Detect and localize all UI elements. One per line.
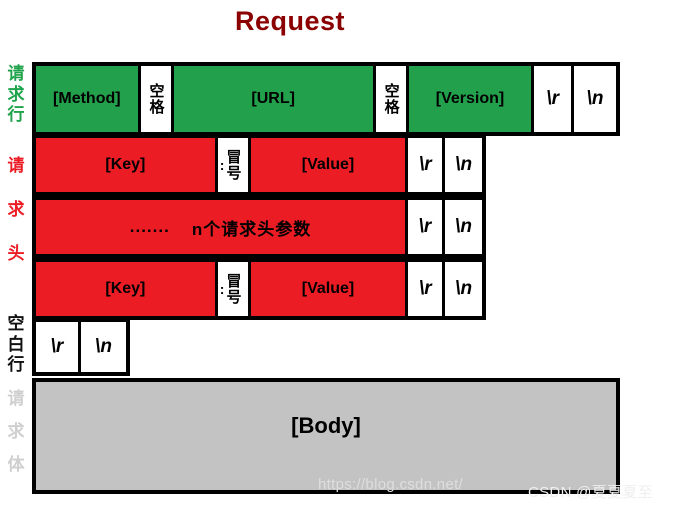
cell-cr-header-2: \r bbox=[408, 200, 442, 254]
cell-cr-header-1: \r bbox=[408, 138, 443, 192]
cell-method: [Method] bbox=[36, 66, 138, 132]
side-label-request-line-char-1: 求 bbox=[7, 84, 25, 104]
cell-header-colon-2: : 冒号 bbox=[217, 262, 248, 316]
side-label-request-body-char-2: 体 bbox=[7, 455, 25, 475]
side-label-request-header-char-2: 头 bbox=[7, 244, 25, 264]
side-label-request-header: 请 求 头 bbox=[3, 144, 29, 277]
request-header-row-1: [Key] : 冒号 [Value] \r \n bbox=[32, 134, 486, 196]
cell-cr-blank-line: \r bbox=[36, 322, 78, 372]
cell-header-colon-1: : 冒号 bbox=[217, 138, 248, 192]
cell-header-value-2: [Value] bbox=[250, 262, 406, 316]
request-body-box: [Body] bbox=[32, 378, 620, 494]
request-header-row-3: [Key] : 冒号 [Value] \r \n bbox=[32, 258, 486, 320]
blank-line-row: \r \n bbox=[32, 318, 130, 376]
cell-version: [Version] bbox=[408, 66, 532, 132]
side-label-blank-line-char-0: 空 bbox=[7, 314, 25, 333]
cell-lf-header-1: \n bbox=[445, 138, 482, 192]
side-label-blank-line-char-2: 行 bbox=[7, 355, 25, 375]
cell-lf-header-2: \n bbox=[445, 200, 482, 254]
side-label-request-body-char-0: 请 bbox=[7, 389, 25, 408]
watermark-url: https://blog.csdn.net/ bbox=[318, 476, 464, 493]
cell-cr-header-3: \r bbox=[408, 262, 443, 316]
space-label-2: 空格 bbox=[382, 83, 400, 115]
colon-mark-2: : bbox=[219, 281, 225, 297]
side-label-request-line-char-2: 行 bbox=[7, 105, 25, 125]
colon-label-1: 冒号 bbox=[224, 149, 242, 181]
watermark-csdn: CSDN @夏夏夏至 bbox=[528, 484, 653, 501]
cell-lf-blank-line: \n bbox=[81, 322, 126, 372]
body-label: [Body] bbox=[291, 413, 361, 438]
cell-cr-request-line: \r bbox=[534, 66, 572, 132]
side-label-blank-line: 空 白 行 bbox=[3, 314, 29, 376]
side-label-request-header-char-1: 求 bbox=[7, 200, 25, 220]
space-label-1: 空格 bbox=[147, 83, 165, 115]
side-label-request-body-char-1: 求 bbox=[7, 422, 25, 442]
colon-mark-1: : bbox=[219, 157, 225, 173]
request-header-row-ellipsis: ....... n个请求头参数 \r \n bbox=[32, 196, 486, 258]
cell-url: [URL] bbox=[173, 66, 373, 132]
cell-header-key-2: [Key] bbox=[36, 262, 215, 316]
side-label-request-body: 请 求 体 bbox=[3, 382, 29, 481]
cell-lf-request-line: \n bbox=[574, 66, 616, 132]
header-ellipsis-dots: ....... bbox=[129, 217, 170, 236]
cell-lf-header-3: \n bbox=[445, 262, 482, 316]
side-label-request-line: 请 求 行 bbox=[3, 64, 29, 126]
cell-header-key-1: [Key] bbox=[36, 138, 215, 192]
cell-space-1: 空格 bbox=[140, 66, 171, 132]
request-line-row: [Method] 空格 [URL] 空格 [Version] \r \n bbox=[32, 62, 620, 136]
colon-label-2: 冒号 bbox=[224, 273, 242, 305]
cell-header-n-params: ....... n个请求头参数 bbox=[36, 200, 405, 254]
cell-space-2: 空格 bbox=[375, 66, 406, 132]
side-label-blank-line-char-1: 白 bbox=[7, 334, 25, 354]
side-label-request-line-char-0: 请 bbox=[7, 64, 25, 83]
side-label-request-header-char-0: 请 bbox=[7, 156, 25, 175]
page-title: Request bbox=[234, 6, 346, 36]
header-n-params-label: n个请求头参数 bbox=[191, 219, 312, 239]
cell-header-value-1: [Value] bbox=[250, 138, 406, 192]
